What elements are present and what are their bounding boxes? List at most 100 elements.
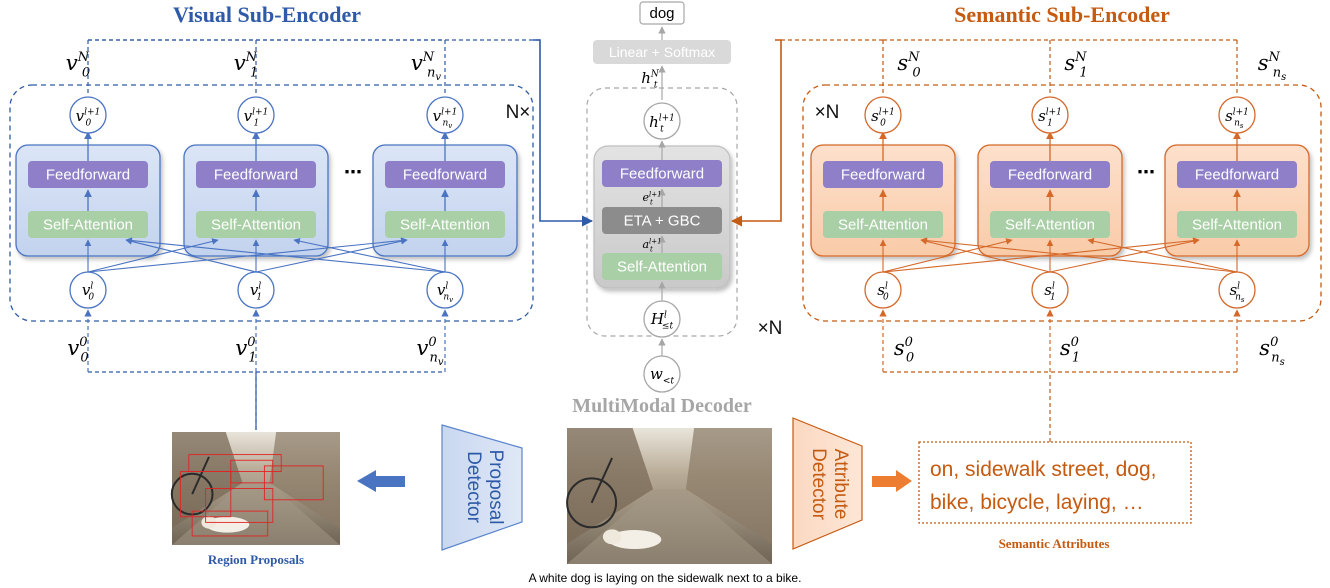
visual_encoder-output-2-sub: n	[427, 65, 435, 80]
visual_encoder-output-1-sup: N	[245, 50, 258, 65]
image-caption: A white dog is laying on the sidewalk ne…	[529, 571, 802, 585]
semantic_encoder-output-2-sub: n	[1273, 65, 1281, 80]
decoder-h-next-node	[643, 102, 681, 140]
proposal-detector-line-2: Detector	[463, 451, 484, 523]
semantic_encoder-input-1-base: s	[1060, 336, 1071, 360]
visual_encoder-self-attention-2-bg	[385, 211, 505, 238]
visual_encoder-input-2-base: v	[416, 336, 428, 360]
visual_encoder-cross-2-0	[125, 237, 446, 273]
visual_encoder-self-attention-2-label: Self-Attention	[400, 217, 490, 234]
decoder-feedforward-bg	[602, 160, 722, 187]
semantic_encoder-top-node-1	[1031, 96, 1069, 134]
semantic_encoder-input-2-subsub: s	[1280, 357, 1285, 368]
semantic_encoder-feedforward-1-label: Feedforward	[1008, 167, 1092, 184]
decoder-H-label-base: H	[650, 310, 665, 328]
semantic_encoder-top-node-label-0-sub: 0	[880, 119, 886, 129]
semantic-attributes-label: Semantic Attributes	[999, 536, 1110, 551]
semantic_encoder-self-attention-2-bg	[1177, 211, 1297, 238]
visual_encoder-output-2-sup: N	[422, 50, 435, 65]
visual_encoder-feedforward-0-label: Feedforward	[46, 167, 130, 184]
input-image-bike-frame	[590, 457, 614, 504]
attribute-detector-line-1: Attribute	[830, 449, 851, 520]
semantic_encoder-top-node-0	[864, 96, 902, 134]
semantic_encoder-cross-0-1	[882, 238, 1013, 273]
visual_encoder-bottom-node-label-2-sub: n	[443, 293, 449, 303]
decoder-self-attention-label: Self-Attention	[617, 259, 707, 276]
visual_encoder-cross-1-2	[255, 238, 408, 273]
semantic-to-decoder-connector	[730, 39, 782, 227]
decoder-feedforward-label: Feedforward	[620, 166, 704, 183]
semantic_encoder-feedforward-1: Feedforward	[990, 161, 1110, 188]
decoder-h-next-label-base: h	[649, 113, 659, 131]
visual_encoder-top-node-label-2-sup: l+1	[441, 108, 457, 118]
decoder-e-label-sup: l+1	[649, 190, 662, 198]
semantic_encoder-self-attention-1-label: Self-Attention	[1005, 217, 1095, 234]
visual_encoder-output-1-base: v	[234, 51, 246, 75]
visual_encoder-bottom-node-label-2-base: v	[437, 281, 446, 299]
semantic_encoder-output-0-sub: 0	[912, 65, 920, 80]
visual_encoder-self-attention-0-bg	[28, 211, 148, 238]
semantic_encoder-output-2-base: s	[1258, 51, 1269, 75]
input-image-dog	[608, 530, 662, 550]
semantic_encoder-bottom-node-label-2-subsub: s	[1241, 296, 1245, 304]
semantic_encoder-output-2-sup: N	[1268, 50, 1281, 65]
visual_encoder-input-1-base: v	[235, 336, 247, 360]
region-proposals-image-bike-frame	[191, 456, 210, 495]
visual_encoder-input-0-sup: 0	[79, 335, 87, 350]
decoder-w-label-sub: <t	[663, 377, 675, 387]
visual_encoder-top-node-1	[237, 96, 275, 134]
region-proposals-image-proposal-box-5	[263, 465, 324, 501]
semantic_encoder-output-0-sup: N	[907, 50, 920, 65]
semantic_encoder-self-attention-0-bg	[823, 211, 943, 238]
decoder-layer-frame	[586, 87, 738, 337]
semantic_encoder-feedforward-2-bg	[1177, 161, 1297, 188]
visual_encoder-input-1-sub: 1	[248, 350, 256, 365]
semantic_encoder-bottom-node-label-2-base: s	[1229, 281, 1237, 299]
linear-softmax-box-bg	[593, 40, 731, 64]
semantic_encoder-self-attention-0: Self-Attention	[823, 211, 943, 238]
decoder-e-label-base: e	[642, 191, 649, 204]
semantic_encoder-bottom-node-label-1-sub: 1	[1050, 293, 1056, 303]
semantic_encoder-bottom-node-label-0-base: s	[877, 281, 885, 299]
visual_encoder-self-attention-2: Self-Attention	[385, 211, 505, 238]
visual_encoder-cross-2-1	[293, 238, 446, 273]
semantic_encoder-cross-0-2	[882, 237, 1200, 273]
semantic_encoder-top-node-label-2-subsub: s	[1240, 122, 1244, 130]
visual_encoder-output-0-sup: N	[77, 50, 90, 65]
attribute-detector	[792, 417, 863, 550]
visual_encoder-output-0-base: v	[66, 51, 78, 75]
visual_encoder-bottom-node-label-2-sup: l	[445, 282, 448, 292]
decoder-self-attention-bg	[602, 253, 722, 280]
h-final-label-sub: t	[654, 81, 658, 91]
semantic_encoder-feedforward-0-label: Feedforward	[841, 167, 925, 184]
visual_encoder-feedforward-2: Feedforward	[385, 161, 505, 188]
visual_encoder-cross-1-0	[125, 238, 257, 273]
visual_encoder-top-node-label-1-base: v	[244, 107, 253, 125]
visual_encoder-feedforward-2-bg	[385, 161, 505, 188]
region-proposals-image-proposal-box-1	[191, 510, 269, 537]
attributes-box	[918, 441, 1192, 524]
visual_encoder-output-0-sub: 0	[82, 65, 90, 80]
visual_encoder-self-attention-1-bg	[196, 211, 316, 238]
decoder-eta-gbc-label: ETA + GBC	[624, 213, 701, 230]
decoder-layer-count: ×N	[758, 318, 783, 339]
